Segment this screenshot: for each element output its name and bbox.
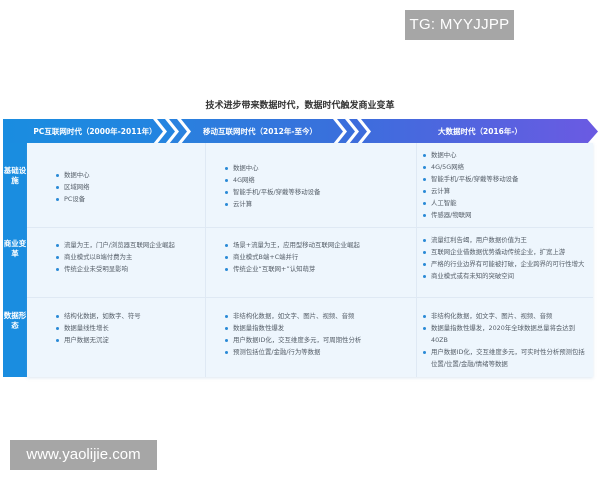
list-item: 数据量线性增长	[55, 322, 205, 334]
era-header-band	[3, 119, 599, 144]
list-item: 传统企业“互联网+”认知萌芽	[224, 263, 414, 275]
row-label-column	[3, 143, 27, 377]
row-divider	[27, 227, 593, 228]
list-item: 预测包括位置/金融/行为等数据	[224, 346, 414, 358]
column-divider	[416, 143, 417, 377]
cell-bigdata-infrastructure: 数据中心 4G/5G网络 智能手机/平板/穿戴等移动设备 云计算 人工智能 传感…	[422, 149, 592, 221]
diagram-title: 技术进步带来数据时代，数据时代触发商业变革	[205, 101, 395, 111]
list-item: 数据中心	[55, 169, 200, 181]
list-item: 用户数据ID化，交互维度多元，可实时性分析预测包括位置/位置/金融/情绪等数据	[422, 346, 587, 370]
list-item: 流量为王，门户/浏览器互联网企业崛起	[55, 239, 205, 251]
watermark-telegram: TG: MYYJJPP	[405, 10, 514, 40]
list-item: 场景+流量为王，应用型移动互联网企业崛起	[224, 239, 414, 251]
list-item: 数据中心	[422, 149, 592, 161]
list-item: 非结构化数据，如文字、图片、视频、音频	[224, 310, 414, 322]
list-item: 云计算	[224, 198, 409, 210]
list-item: 4G网络	[224, 174, 409, 186]
era-label-pc: PC互联网时代（2000年-2011年）	[33, 127, 157, 136]
column-divider	[205, 143, 206, 377]
list-item: 智能手机/平板/穿戴等移动设备	[224, 186, 409, 198]
era-label-bigdata: 大数据时代（2016年-）	[438, 127, 522, 136]
watermark-website: www.yaolijie.com	[10, 440, 157, 470]
row-label-data-form: 数据形态	[3, 311, 27, 330]
row-label-infrastructure: 基础设施	[3, 166, 27, 185]
list-item: 传感器/物联网	[422, 209, 592, 221]
list-item: 数据量指数性爆发	[224, 322, 414, 334]
cell-mobile-business: 场景+流量为王，应用型移动互联网企业崛起 商业模式B端+C端并行 传统企业“互联…	[224, 239, 414, 275]
list-item: 结构化数据，如数字、符号	[55, 310, 205, 322]
cell-bigdata-data: 非结构化数据，如文字、图片、视频、音频 数据量指数性爆发，2020年全球数据总量…	[422, 310, 587, 370]
list-item: 人工智能	[422, 197, 592, 209]
list-item: 数据量指数性爆发，2020年全球数据总量将会达到40ZB	[422, 322, 587, 346]
list-item: 流量红利告竭，用户数据价值为王	[422, 234, 592, 246]
cell-pc-data: 结构化数据，如数字、符号 数据量线性增长 用户数据无沉淀	[55, 310, 205, 346]
cell-pc-business: 流量为王，门户/浏览器互联网企业崛起 商业模式以B端付费为主 传统企业未受明显影…	[55, 239, 205, 275]
list-item: 商业模式B端+C端并行	[224, 251, 414, 263]
era-label-mobile: 移动互联网时代（2012年-至今）	[203, 127, 317, 136]
era-arrows-graphic	[3, 119, 598, 144]
cell-pc-infrastructure: 数据中心 区域网络 PC设备	[55, 169, 200, 205]
list-item: 互联网企业借数据优势撬动传统企业，扩宽上游	[422, 246, 592, 258]
row-label-business-change: 商业变革	[3, 239, 27, 258]
cell-mobile-infrastructure: 数据中心 4G网络 智能手机/平板/穿戴等移动设备 云计算	[224, 162, 409, 210]
list-item: 传统企业未受明显影响	[55, 263, 205, 275]
list-item: 云计算	[422, 185, 592, 197]
list-item: 非结构化数据，如文字、图片、视频、音频	[422, 310, 587, 322]
list-item: 用户数据ID化，交互维度多元，可周期性分析	[224, 334, 414, 346]
list-item: 智能手机/平板/穿戴等移动设备	[422, 173, 592, 185]
cell-mobile-data: 非结构化数据，如文字、图片、视频、音频 数据量指数性爆发 用户数据ID化，交互维…	[224, 310, 414, 358]
list-item: 区域网络	[55, 181, 200, 193]
list-item: 4G/5G网络	[422, 161, 592, 173]
content-grid	[27, 143, 593, 377]
list-item: 数据中心	[224, 162, 409, 174]
list-item: 商业模式以B端付费为主	[55, 251, 205, 263]
list-item: PC设备	[55, 193, 200, 205]
list-item: 商业模式或有未知的突破空间	[422, 270, 592, 282]
list-item: 严格的行业边界有可能被打破，企业跨界的可行性增大	[422, 258, 592, 270]
row-divider	[27, 297, 593, 298]
list-item: 用户数据无沉淀	[55, 334, 205, 346]
cell-bigdata-business: 流量红利告竭，用户数据价值为王 互联网企业借数据优势撬动传统企业，扩宽上游 严格…	[422, 234, 592, 282]
